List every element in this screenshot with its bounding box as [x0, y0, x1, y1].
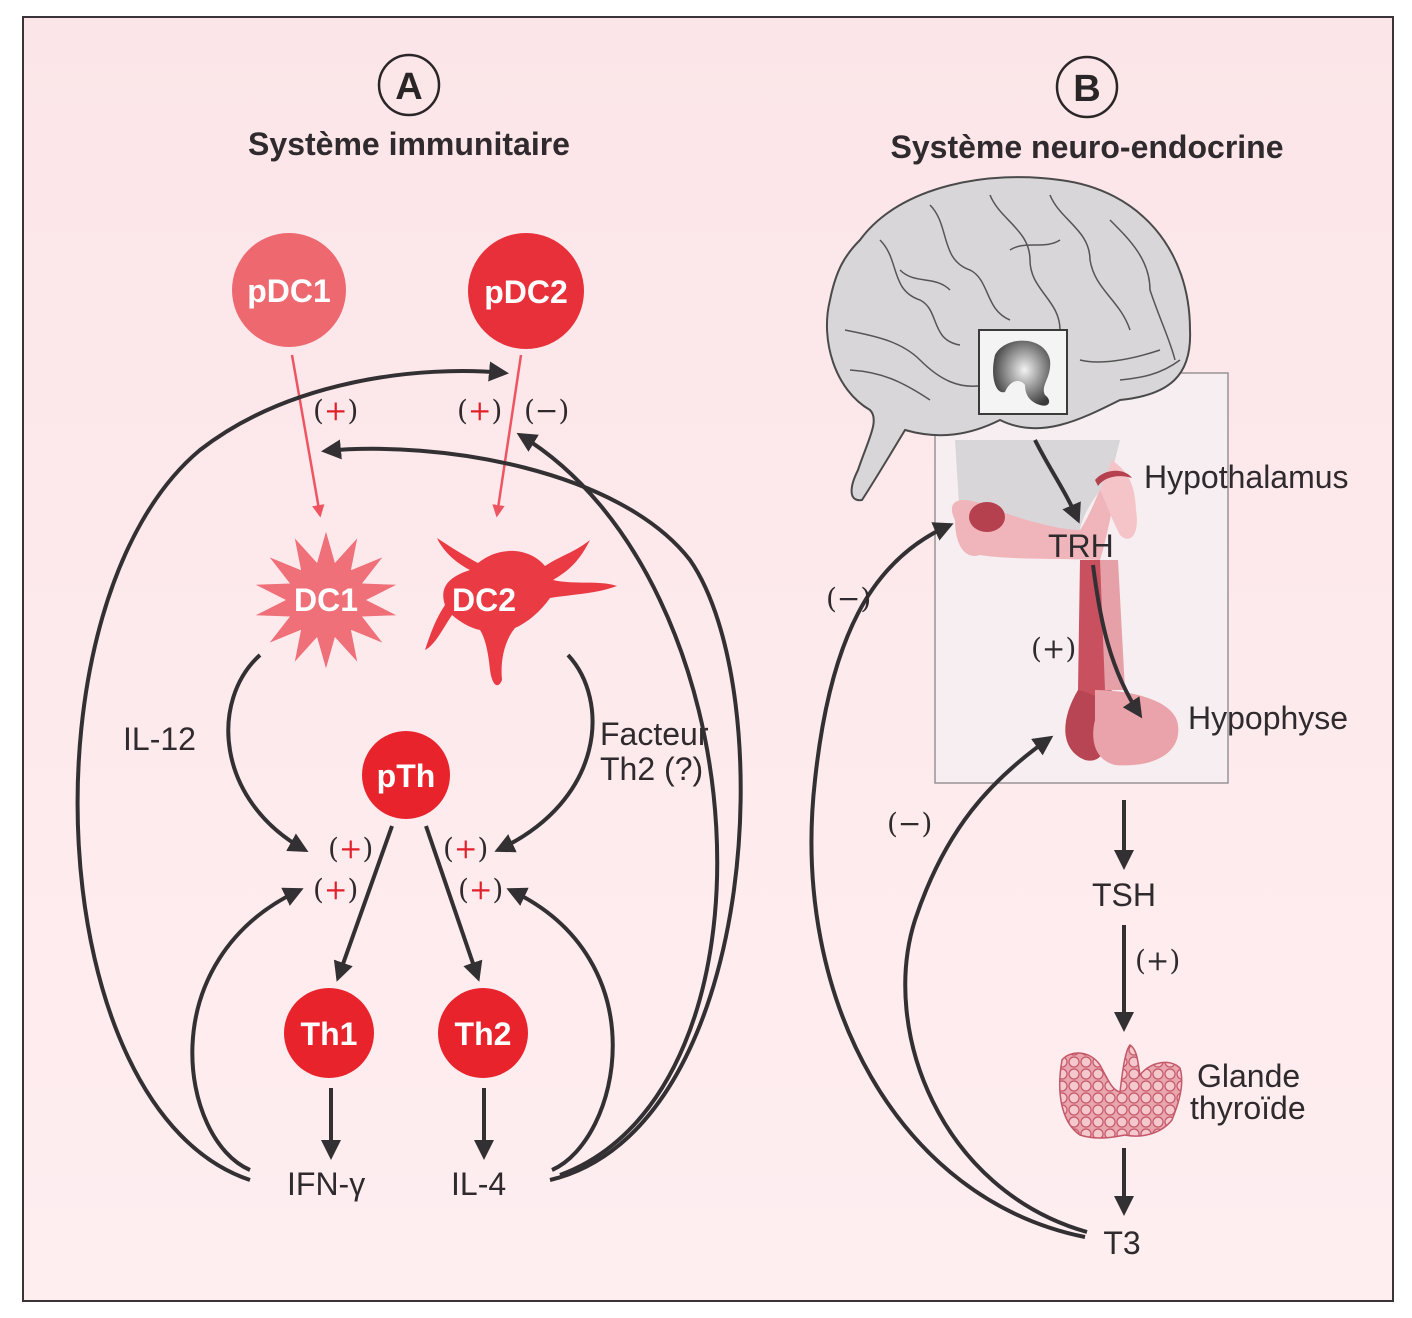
arrow-il4-pdc1 — [321, 439, 743, 1182]
sign-pdc2-plus: (+) — [457, 394, 502, 427]
brain-illustration — [826, 176, 1192, 502]
label-hypothalamus: Hypothalamus — [1144, 459, 1349, 495]
label-facteur-2: Th2 (?) — [600, 751, 703, 787]
arrow-t3-hypophyse — [903, 735, 1088, 1234]
pdc2-cell — [468, 233, 584, 349]
arrow-il4-pdc2 — [516, 432, 720, 1177]
panel-b-badge — [1055, 55, 1119, 119]
panel-b-letter: B — [1073, 68, 1100, 110]
pdc1-label: pDC1 — [247, 273, 331, 309]
sign-il12: (+) — [328, 832, 373, 865]
panel-a-title: Système immunitaire — [248, 126, 570, 162]
label-ifn-gamma: IFN-γ — [287, 1166, 365, 1202]
sign-ifn: (+) — [313, 873, 358, 906]
sign-feedback-hypothalamus: (−) — [826, 582, 871, 615]
label-il4: IL-4 — [451, 1166, 506, 1202]
arrow-facteur-th2 — [494, 653, 595, 853]
thyroid-gland — [1058, 1044, 1183, 1139]
arrow-ifn-feedback — [190, 887, 304, 1172]
label-hypophyse: Hypophyse — [1188, 700, 1348, 736]
pdc2-label: pDC2 — [484, 274, 568, 310]
hypothalamus-nucleus — [969, 502, 1005, 532]
dc2-label: DC2 — [452, 582, 516, 618]
th1-label: Th1 — [301, 1016, 358, 1052]
panel-b: B Système neuro-endocrine — [809, 55, 1349, 1261]
label-thyroide: thyroïde — [1190, 1090, 1306, 1126]
panel-a: A Système immunitaire pDC1 pDC2 (+) (+) … — [75, 53, 743, 1202]
arrow-pdc2-dc2 — [492, 354, 523, 518]
arrow-pdc1-dc1 — [290, 354, 325, 518]
label-facteur-1: Facteur — [600, 716, 709, 752]
label-tsh: TSH — [1092, 877, 1156, 913]
sign-feedback-hypophyse: (−) — [887, 807, 932, 840]
pth-cell — [362, 731, 450, 819]
arrow-hypothalamus-trh — [1033, 439, 1081, 524]
arrow-trh-hypophyse — [1091, 564, 1143, 719]
panel-a-letter: A — [395, 66, 422, 108]
sign-pdc1: (+) — [313, 394, 358, 427]
th2-label: Th2 — [455, 1016, 512, 1052]
label-trh: TRH — [1048, 528, 1114, 564]
sign-trh-plus: (+) — [1031, 632, 1076, 665]
th2-cell — [438, 988, 528, 1078]
panel-a-badge — [377, 53, 441, 117]
arrow-pth-th1 — [333, 825, 394, 982]
arrow-il4-feedback — [506, 887, 615, 1172]
sign-tsh-plus: (+) — [1135, 944, 1180, 977]
panel-b-title: Système neuro-endocrine — [891, 129, 1284, 165]
dc1-cell — [255, 531, 397, 669]
arrow-t3-hypothalamus — [809, 522, 1086, 1239]
th1-cell — [284, 988, 374, 1078]
arrow-ifn-pdc2 — [75, 361, 509, 1182]
label-t3: T3 — [1103, 1225, 1140, 1261]
dc2-cell — [425, 538, 617, 686]
sign-facteur: (+) — [443, 832, 488, 865]
label-il12: IL-12 — [123, 721, 196, 757]
arrow-il12 — [226, 653, 309, 852]
label-glande: Glande — [1197, 1058, 1300, 1094]
pdc1-cell — [232, 233, 346, 347]
sign-pdc2-minus: (−) — [524, 394, 569, 427]
pth-label: pTh — [377, 758, 436, 794]
dc1-label: DC1 — [294, 582, 358, 618]
arrow-pth-th2 — [424, 825, 483, 982]
sign-il4: (+) — [458, 873, 503, 906]
